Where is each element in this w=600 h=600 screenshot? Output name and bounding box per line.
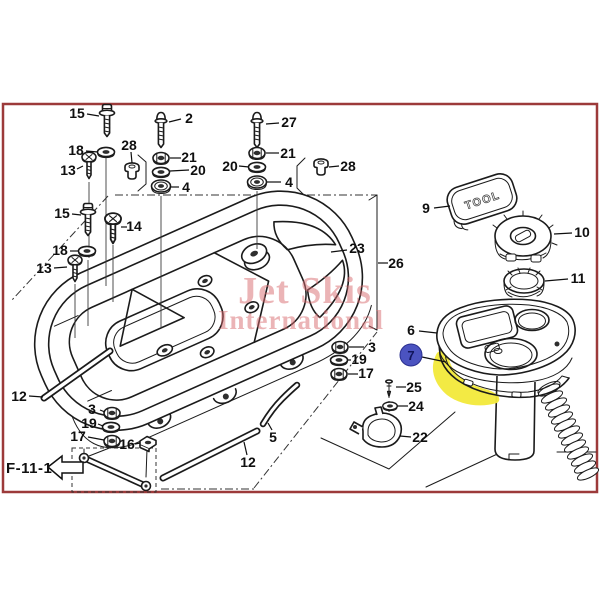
selected-part-marker[interactable]: 7: [399, 343, 447, 367]
part-callout-28[interactable]: 28: [340, 158, 356, 174]
callout-leader-5: [267, 422, 273, 431]
part-callout-18[interactable]: 18: [52, 242, 68, 258]
callout-leader-11: [544, 278, 569, 282]
callout-leader-12: [243, 441, 248, 456]
rack-assembly-art: [33, 190, 372, 449]
callout-leader-19: [97, 423, 104, 427]
stay-rod-art: [71, 447, 157, 493]
part-callout-20[interactable]: 20: [222, 158, 238, 174]
part-callout-12[interactable]: 12: [240, 454, 256, 470]
part-callout-19[interactable]: 19: [81, 415, 97, 431]
selected-part-leader: [421, 356, 447, 363]
part-callout-3[interactable]: 3: [368, 339, 376, 355]
callout-leader-20: [169, 169, 190, 172]
callout-leader-13: [53, 266, 68, 269]
callout-leader-20: [238, 165, 250, 168]
part-callout-24[interactable]: 24: [408, 398, 424, 414]
selected-part-circle-edge: [399, 343, 423, 367]
part-callout-27[interactable]: 27: [281, 114, 297, 130]
part-callout-3[interactable]: 3: [88, 401, 96, 417]
watermark: Jet Skis International: [218, 270, 384, 335]
part-callout-13[interactable]: 13: [36, 260, 52, 276]
part-callout-21[interactable]: 21: [181, 149, 197, 165]
callout-leader-22: [399, 435, 412, 438]
gasket-art: [439, 343, 570, 399]
trim-strips-art: [40, 347, 301, 482]
figure-ref-label[interactable]: F-11-1: [6, 460, 52, 477]
part-callout-15[interactable]: 15: [54, 205, 70, 221]
callout-leader-27: [265, 122, 280, 125]
cap-art: [492, 210, 558, 263]
callout-leader-23: [330, 249, 348, 253]
part-callout-28[interactable]: 28: [121, 137, 137, 153]
tool-tray-art: [432, 298, 600, 481]
part-callout-25[interactable]: 25: [406, 379, 422, 395]
callout-leader-9: [433, 205, 451, 209]
callout-leader-6: [418, 330, 438, 334]
tool-lid-art: TOOL: [446, 173, 518, 231]
tray-top-art: [436, 298, 576, 376]
part-callout-9[interactable]: 9: [422, 200, 430, 216]
part-callout-26[interactable]: 26: [388, 255, 404, 271]
callout-leader-15: [71, 213, 82, 216]
figure-ref-link[interactable]: F-11-1: [6, 454, 84, 481]
callout-leader-10: [553, 232, 573, 235]
callout-leader-18: [85, 150, 99, 153]
part-callout-11[interactable]: 11: [571, 270, 586, 286]
callout-leader-28: [130, 151, 133, 164]
storage-well-art: [494, 375, 536, 461]
watermark-line1: Jet Skis: [238, 270, 372, 312]
selected-part-circle[interactable]: [400, 344, 422, 366]
part-callout-4[interactable]: 4: [285, 174, 293, 190]
part-callout-20[interactable]: 20: [190, 162, 206, 178]
seal-ring-art: [503, 267, 545, 298]
part-callout-17[interactable]: 17: [70, 428, 86, 444]
callout-leader-15: [86, 113, 100, 117]
part-callout-10[interactable]: 10: [574, 224, 590, 240]
part-callout-13[interactable]: 13: [60, 162, 76, 178]
part-callout-15[interactable]: 15: [69, 105, 85, 121]
callout-leader-12: [28, 395, 44, 398]
part-callout-2[interactable]: 2: [185, 110, 193, 126]
part-callout-6[interactable]: 6: [407, 322, 415, 338]
clamp-art: [349, 406, 403, 448]
prev-figure-arrow-icon[interactable]: [46, 454, 84, 481]
part-callout-18[interactable]: 18: [68, 142, 84, 158]
callout-leader-13: [76, 165, 84, 170]
callout-leader-17: [87, 436, 105, 441]
part-callout-4[interactable]: 4: [182, 179, 190, 195]
part-callout-21[interactable]: 21: [280, 145, 296, 161]
callout-leader-28: [328, 165, 340, 168]
part-callout-22[interactable]: 22: [412, 429, 428, 445]
selected-part-number: 7: [407, 348, 414, 363]
callout-leader-2: [168, 118, 182, 123]
part-callout-23[interactable]: 23: [349, 240, 365, 256]
part-callout-16[interactable]: 16: [119, 436, 135, 452]
part-callout-14[interactable]: 14: [126, 218, 142, 234]
part-callout-17[interactable]: 17: [358, 365, 374, 381]
watermark-line2: International: [218, 305, 384, 335]
part-callout-19[interactable]: 19: [351, 351, 367, 367]
callout-leader-16: [134, 442, 141, 445]
part-callout-12[interactable]: 12: [11, 388, 27, 404]
duct-hose-art: [537, 380, 600, 481]
callout-leader-3: [99, 409, 106, 413]
part-callout-5[interactable]: 5: [269, 429, 277, 445]
